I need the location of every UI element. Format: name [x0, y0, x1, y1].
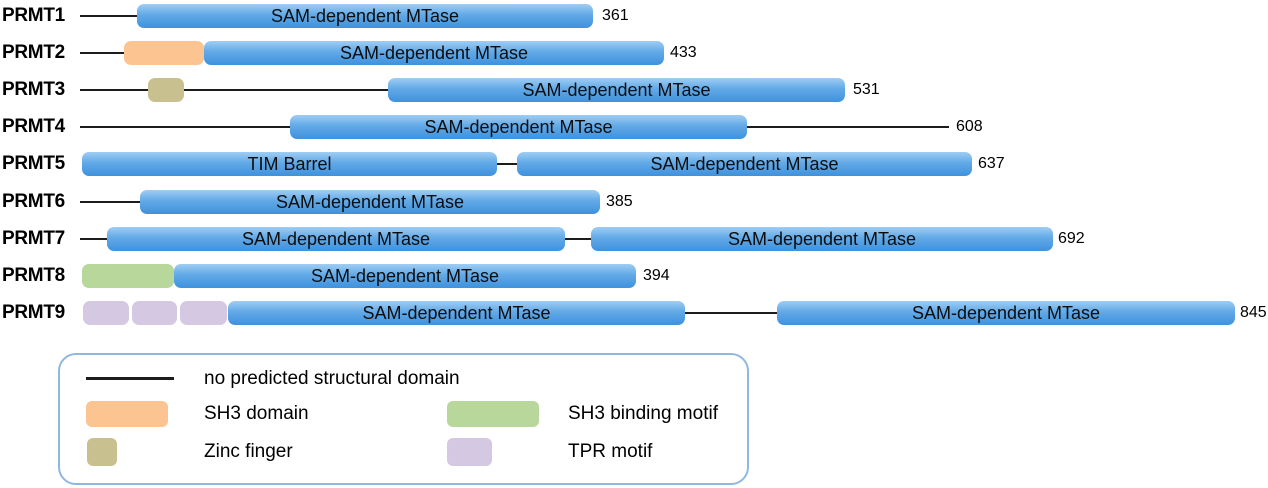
domain-sam-dependent-mtase: SAM-dependent MTase: [174, 264, 636, 288]
linker-line: [80, 89, 148, 91]
protein-length: 433: [670, 44, 697, 61]
protein-name: PRMT2: [2, 42, 65, 63]
domain-sam-dependent-mtase: SAM-dependent MTase: [591, 227, 1053, 251]
protein-name: PRMT5: [2, 153, 65, 174]
domain-tpr-motif: [180, 301, 227, 325]
protein-length: 692: [1058, 230, 1085, 247]
linker-line: [80, 15, 137, 17]
domain-tim-barrel: TIM Barrel: [82, 152, 497, 176]
protein-length: 637: [978, 155, 1005, 172]
domain-tpr-motif: [83, 301, 129, 325]
protein-name: PRMT8: [2, 265, 65, 286]
protein-length: 394: [643, 267, 670, 284]
linker-line: [80, 201, 140, 203]
legend-item-label: SH3 domain: [204, 403, 309, 424]
linker-line: [80, 52, 124, 54]
legend-item-label: TPR motif: [568, 441, 653, 462]
protein-length: 531: [853, 81, 880, 98]
protein-name: PRMT9: [2, 302, 65, 323]
protein-length: 361: [602, 7, 629, 24]
domain-sam-dependent-mtase: SAM-dependent MTase: [137, 4, 593, 28]
linker-line: [497, 163, 517, 165]
domain-sam-dependent-mtase: SAM-dependent MTase: [388, 78, 845, 102]
protein-name: PRMT1: [2, 5, 65, 26]
domain-sam-dependent-mtase: SAM-dependent MTase: [228, 301, 685, 325]
protein-name: PRMT3: [2, 79, 65, 100]
protein-name: PRMT6: [2, 191, 65, 212]
legend-swatch-domain-sh3: [86, 401, 168, 427]
linker-line: [80, 238, 107, 240]
linker-line: [685, 312, 777, 314]
domain-sam-dependent-mtase: SAM-dependent MTase: [107, 227, 565, 251]
domain-sam-dependent-mtase: SAM-dependent MTase: [290, 115, 747, 139]
domain-sh3-binding-motif: [82, 264, 174, 288]
protein-name: PRMT4: [2, 116, 65, 137]
domain-sh3: [124, 41, 204, 65]
domain-sam-dependent-mtase: SAM-dependent MTase: [517, 152, 972, 176]
legend-item-label: no predicted structural domain: [204, 368, 460, 389]
domain-tpr-motif: [132, 301, 177, 325]
linker-line: [747, 126, 949, 128]
legend-item-label: Zinc finger: [204, 441, 293, 462]
legend-swatch-linker-line: [86, 377, 174, 380]
legend-swatch-domain-tpr-motif: [447, 438, 492, 466]
domain-sam-dependent-mtase: SAM-dependent MTase: [204, 41, 664, 65]
legend-swatch-domain-zinc-finger: [87, 438, 117, 466]
protein-length: 845: [1240, 304, 1267, 321]
legend-swatch-domain-sh3-binding-motif: [447, 401, 539, 427]
domain-sam-dependent-mtase: SAM-dependent MTase: [140, 190, 600, 214]
protein-length: 385: [606, 193, 633, 210]
domain-sam-dependent-mtase: SAM-dependent MTase: [777, 301, 1235, 325]
linker-line: [184, 89, 388, 91]
protein-name: PRMT7: [2, 228, 65, 249]
protein-length: 608: [956, 118, 983, 135]
linker-line: [80, 126, 290, 128]
domain-zinc-finger: [148, 78, 184, 102]
legend-item-label: SH3 binding motif: [568, 403, 718, 424]
linker-line: [565, 238, 591, 240]
